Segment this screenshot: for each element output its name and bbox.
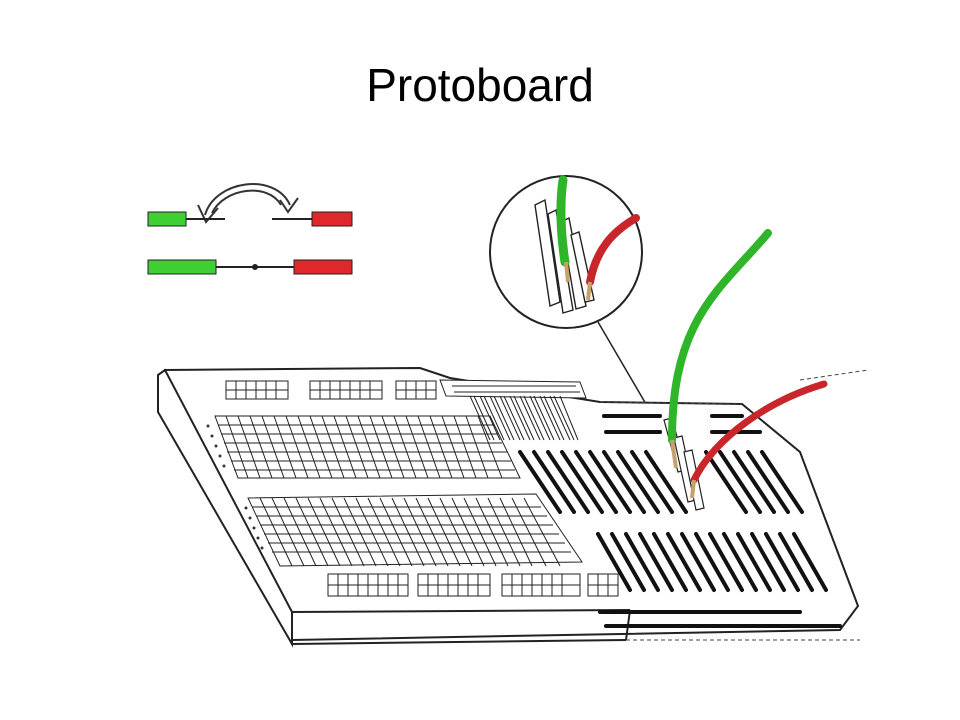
green-wire <box>668 229 772 444</box>
terminal-grid-lower <box>247 493 583 567</box>
breadboard <box>157 366 869 648</box>
swap-arrow-icon <box>197 183 299 224</box>
header-pin-component <box>439 379 587 441</box>
terminal-grid-upper <box>214 415 521 479</box>
exposed-clip-strips <box>518 414 842 628</box>
lead-green-separated <box>147 211 187 227</box>
lead-red-joined <box>293 259 353 275</box>
lead-red-separated <box>311 211 353 227</box>
jumper-wires <box>663 229 828 511</box>
power-rail-top <box>225 380 437 400</box>
power-rail-bottom <box>327 573 619 597</box>
row-markings <box>206 424 264 550</box>
magnifier-circle-icon <box>489 175 661 429</box>
lead-green-joined <box>147 259 217 275</box>
component-lead-legend <box>147 183 353 275</box>
slide-title: Protoboard <box>366 59 594 111</box>
red-wire <box>690 380 828 484</box>
